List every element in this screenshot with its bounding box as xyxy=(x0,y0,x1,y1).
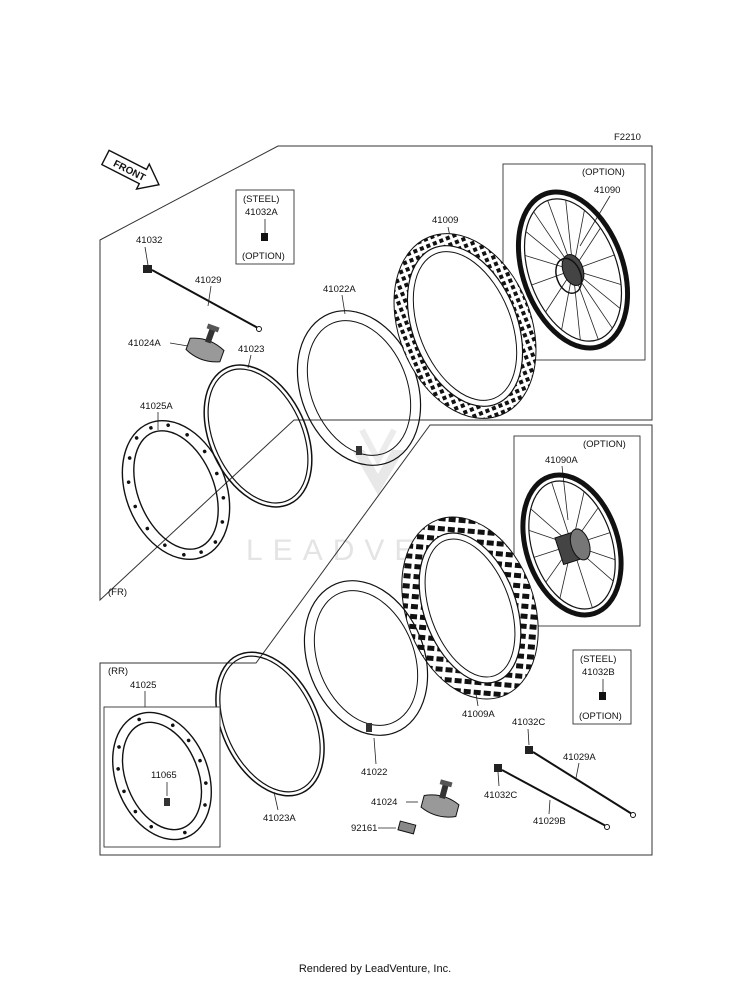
part-41029-label: 41029 xyxy=(195,275,221,286)
option-label-front: (OPTION) xyxy=(582,167,625,178)
part-41023-rim-band xyxy=(203,364,313,508)
front-section-label: (FR) xyxy=(108,587,127,598)
part-41024-rim-lock xyxy=(420,779,460,818)
footer-credit: Rendered by LeadVenture, Inc. xyxy=(298,963,452,975)
option-label-rear: (OPTION) xyxy=(583,439,626,450)
part-41009A-label: 41009A xyxy=(462,709,495,720)
part-41025-label: 41025 xyxy=(130,680,156,691)
part-41023A-rim-band xyxy=(215,651,325,797)
figure-code: F2210 xyxy=(614,132,641,143)
part-92161-washer xyxy=(397,820,417,835)
part-41009-front-tire xyxy=(393,233,537,419)
part-11065-label: 11065 xyxy=(151,770,177,781)
part-41032-nut xyxy=(143,265,152,273)
front-section-frame xyxy=(99,145,653,602)
part-41024A-rim-lock xyxy=(185,323,225,363)
part-41023-label: 41023 xyxy=(238,344,264,355)
rear-wheel-41090A xyxy=(520,472,624,618)
part-41090-label: 41090 xyxy=(594,185,620,196)
part-41029B-label: 41029B xyxy=(533,816,566,827)
part-41029B-spoke xyxy=(501,769,607,827)
part-41009-label: 41009 xyxy=(432,215,458,226)
front-wheel-41090 xyxy=(515,189,631,351)
part-41090A-label: 41090A xyxy=(545,455,578,466)
steel-box-41032B: (STEEL) 41032B (OPTION) xyxy=(572,649,632,725)
part-41025A-label: 41025A xyxy=(140,401,173,412)
part-41022A-label: 41022A xyxy=(323,284,356,295)
front-arrow-icon: FRONT xyxy=(100,149,160,190)
part-41022-label: 41022 xyxy=(361,767,387,778)
steel-box-b-bottom-label: (OPTION) xyxy=(579,711,622,722)
part-41024-label: 41024 xyxy=(371,797,397,808)
steel-box-bottom-label: (OPTION) xyxy=(242,251,285,262)
rear-section-frame xyxy=(99,424,653,856)
rear-section-label: (RR) xyxy=(108,666,128,677)
steel-box-b-top-label: (STEEL) xyxy=(580,654,616,665)
steel-box-top-label: (STEEL) xyxy=(243,194,279,205)
part-41009A-rear-tire xyxy=(401,516,539,700)
part-41025A-rim xyxy=(121,419,231,561)
part-41029-spoke xyxy=(151,269,259,329)
part-41022-inner-tube xyxy=(303,580,429,736)
part-92161-label: 92161 xyxy=(351,823,377,834)
option-box-rear-wheel: (OPTION) 41090A xyxy=(513,435,641,627)
rim-box-41025: 41025 11065 xyxy=(103,680,221,848)
part-41032C-bottom-label: 41032C xyxy=(484,790,517,801)
part-41029A-spoke xyxy=(532,751,633,815)
part-41029A-label: 41029A xyxy=(563,752,596,763)
part-41024A-label: 41024A xyxy=(128,338,161,349)
part-41032-label: 41032 xyxy=(136,235,162,246)
steel-box-part-label: 41032A xyxy=(245,207,278,218)
part-41032C-top-label: 41032C xyxy=(512,717,545,728)
steel-box-41032A: (STEEL) 41032A (OPTION) xyxy=(235,189,295,265)
steel-box-b-part-label: 41032B xyxy=(582,667,615,678)
part-41023A-label: 41023A xyxy=(263,813,296,824)
